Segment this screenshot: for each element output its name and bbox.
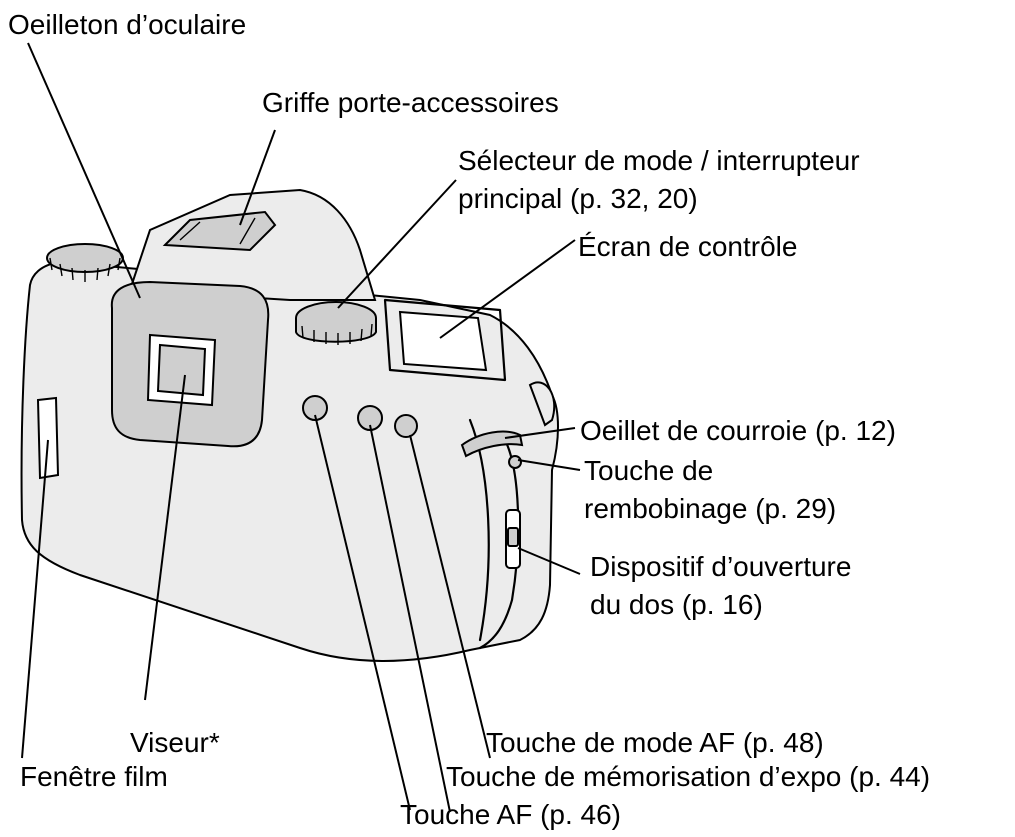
leader-accessory-shoe [239, 129, 276, 226]
label-mode-dial-line2: principal (p. 32, 20) [458, 183, 698, 214]
ael-button [357, 405, 383, 431]
af-mode-button [394, 414, 418, 438]
left-dial [46, 243, 124, 273]
label-eyepiece-cup: Oeilleton d’oculaire [8, 9, 246, 40]
back-cover-latch-slider [507, 527, 519, 547]
label-af-button: Touche AF (p. 46) [400, 799, 621, 830]
side-lug [528, 381, 556, 427]
label-viewfinder: Viseur* [130, 727, 220, 758]
callout-labels: Oeilleton d’oculaire Griffe porte-access… [8, 9, 930, 830]
leader-af-mode [409, 434, 491, 759]
leader-viewfinder [144, 374, 186, 701]
label-back-cover-line1: Dispositif d’ouverture [590, 551, 851, 582]
label-rewind-line1: Touche de [584, 455, 713, 486]
viewfinder-inner [156, 343, 207, 397]
data-panel-surround [383, 298, 507, 382]
leader-af-button [314, 414, 411, 811]
camera-illustration [20, 188, 559, 662]
leader-data-panel [439, 239, 576, 339]
leader-film-window [21, 439, 49, 759]
label-film-window: Fenêtre film [20, 761, 168, 792]
label-ael-button: Touche de mémorisation d’expo (p. 44) [446, 761, 930, 792]
accessory-shoe [162, 210, 277, 252]
shoe-rails [179, 217, 256, 245]
label-data-panel: Écran de contrôle [578, 231, 797, 262]
af-button [302, 395, 328, 421]
leader-lines [21, 42, 581, 813]
leader-mode-dial [337, 179, 457, 309]
label-accessory-shoe: Griffe porte-accessoires [262, 87, 559, 118]
leader-back-cover [517, 547, 581, 575]
data-panel [398, 310, 488, 372]
leader-ael [369, 424, 451, 813]
label-strap-eyelet: Oeillet de courroie (p. 12) [580, 415, 896, 446]
label-mode-dial-line1: Sélecteur de mode / interrupteur [458, 145, 860, 176]
leader-eyepiece-cup [27, 42, 141, 299]
mode-dial-ridges [301, 323, 373, 345]
film-window [36, 396, 60, 480]
rewind-button [508, 455, 522, 469]
label-af-mode-button: Touche de mode AF (p. 48) [486, 727, 824, 758]
leader-strap-eyelet [504, 427, 576, 439]
label-rewind-line2: rembobinage (p. 29) [584, 493, 836, 524]
label-back-cover-line2: du dos (p. 16) [590, 589, 763, 620]
mode-dial-side [295, 318, 377, 343]
left-dial-ridges [49, 257, 121, 282]
leader-rewind [517, 459, 581, 471]
